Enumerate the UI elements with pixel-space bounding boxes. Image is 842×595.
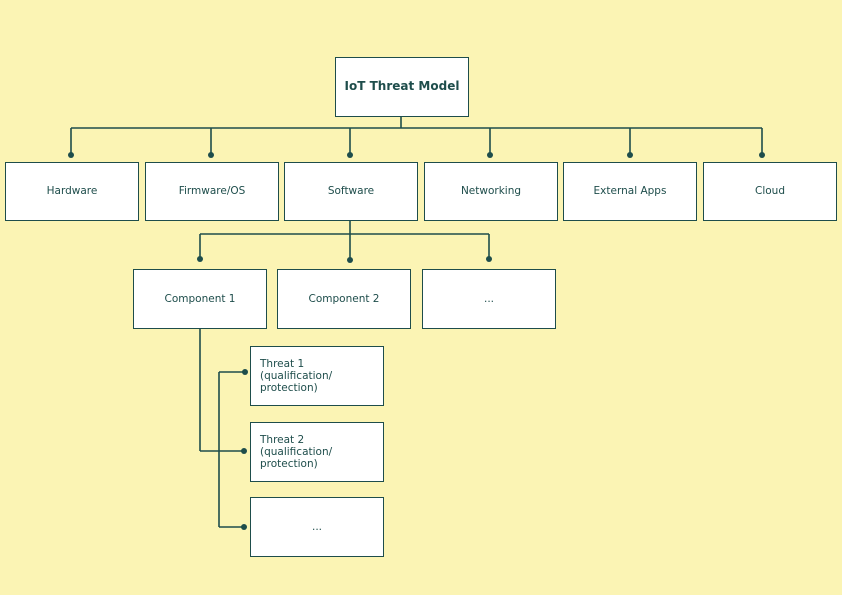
category-node-software: Software [284,162,418,221]
threat-node-1: Threat 1 (qualification/ protection) [250,346,384,406]
component-node-more: ... [422,269,556,329]
threat-node-2: Threat 2 (qualification/ protection) [250,422,384,482]
root-node-iot-threat-model: IoT Threat Model [335,57,469,117]
component-node-2: Component 2 [277,269,411,329]
category-node-hardware: Hardware [5,162,139,221]
category-node-firmware-os: Firmware/OS [145,162,279,221]
category-node-cloud: Cloud [703,162,837,221]
component-node-1: Component 1 [133,269,267,329]
threat-node-more: ... [250,497,384,557]
category-node-external-apps: External Apps [563,162,697,221]
category-node-networking: Networking [424,162,558,221]
